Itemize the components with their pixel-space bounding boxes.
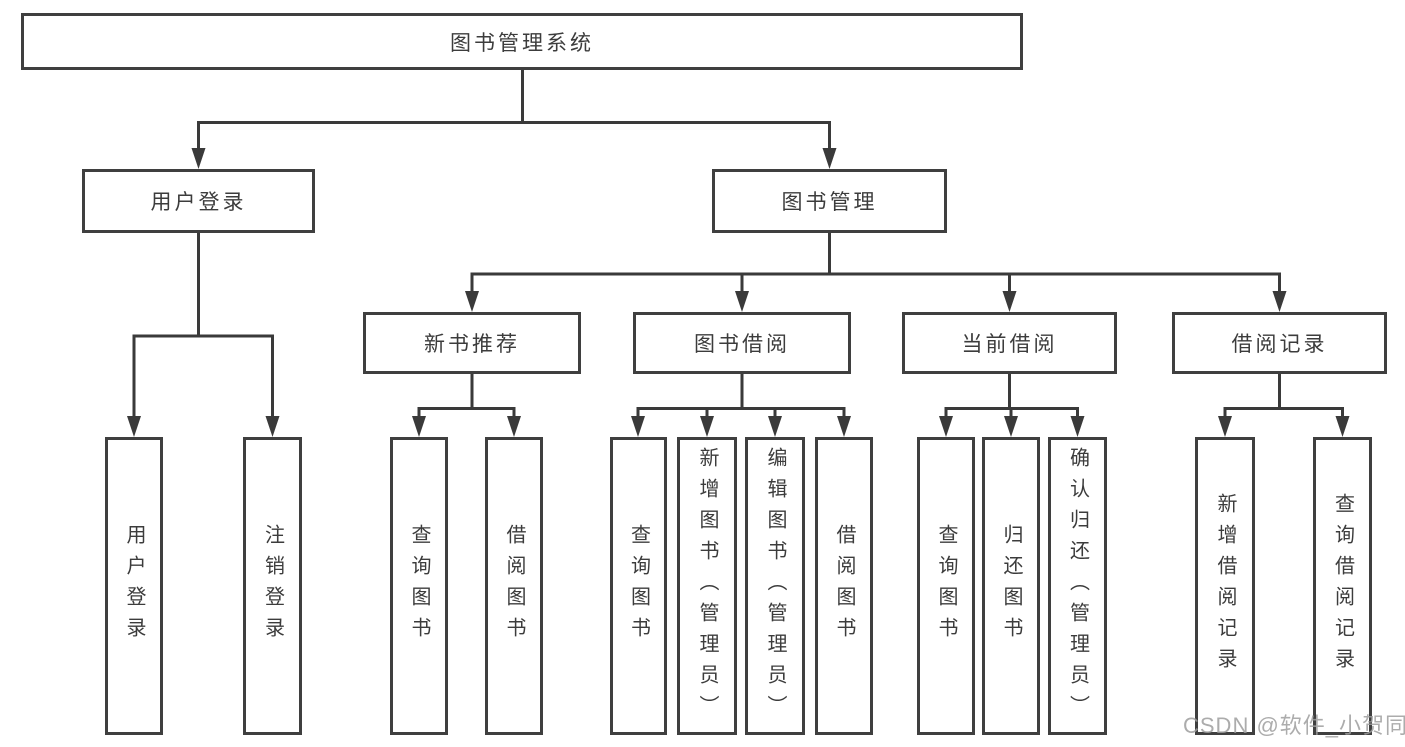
leaf-borrow-books-borrowing: 借阅图书 — [815, 437, 873, 735]
node-borrowing-records: 借阅记录 — [1172, 312, 1387, 374]
leaf-add-borrow-record: 新增借阅记录 — [1195, 437, 1255, 735]
node-new-book-recommend: 新书推荐 — [363, 312, 581, 374]
leaf-edit-books-admin: 编辑图书（管理员） — [745, 437, 805, 735]
leaf-label: 新增图书（管理员） — [696, 446, 718, 726]
leaf-query-books-current: 查询图书 — [917, 437, 975, 735]
node-label: 图书借阅 — [694, 333, 790, 356]
csdn-watermark: CSDN @软件_小贺同学 — [1183, 713, 1405, 738]
leaf-label: 确认归还（管理员） — [1066, 446, 1089, 726]
leaf-borrow-books-recommend: 借阅图书 — [485, 437, 543, 735]
leaf-label: 查询图书 — [935, 524, 957, 648]
leaf-label: 注销登录 — [261, 524, 284, 648]
leaf-query-books-recommend: 查询图书 — [390, 437, 448, 735]
node-book-management: 图书管理 — [712, 169, 947, 233]
node-label: 图书管理 — [781, 191, 878, 214]
leaf-label: 用户登录 — [123, 524, 145, 648]
leaf-return-books: 归还图书 — [982, 437, 1040, 735]
leaf-confirm-return-admin: 确认归还（管理员） — [1048, 437, 1107, 735]
node-label: 图书管理系统 — [450, 31, 594, 55]
leaf-label: 借阅图书 — [833, 524, 855, 648]
node-label: 新书推荐 — [424, 333, 520, 356]
leaf-label: 借阅图书 — [503, 524, 525, 648]
leaf-label: 归还图书 — [1000, 524, 1022, 648]
node-book-borrowing: 图书借阅 — [633, 312, 851, 374]
leaf-label: 查询图书 — [627, 524, 650, 648]
leaf-logout: 注销登录 — [243, 437, 302, 735]
leaf-add-books-admin: 新增图书（管理员） — [677, 437, 737, 735]
node-user-login: 用户登录 — [82, 169, 315, 233]
node-label: 用户登录 — [150, 191, 247, 214]
leaf-label: 查询借阅记录 — [1331, 493, 1354, 679]
arrowheads — [127, 148, 1350, 437]
leaf-query-books-borrowing: 查询图书 — [610, 437, 667, 735]
connector-paths — [132, 69, 1344, 418]
node-current-borrowing: 当前借阅 — [902, 312, 1117, 374]
leaf-query-borrow-record: 查询借阅记录 — [1313, 437, 1372, 735]
node-label: 借阅记录 — [1231, 333, 1328, 356]
leaf-user-login: 用户登录 — [105, 437, 163, 735]
node-label: 当前借阅 — [961, 333, 1058, 356]
leaf-label: 编辑图书（管理员） — [764, 446, 786, 726]
leaf-label: 查询图书 — [408, 524, 430, 648]
node-book-management-system: 图书管理系统 — [21, 13, 1023, 70]
leaf-label: 新增借阅记录 — [1214, 493, 1236, 679]
